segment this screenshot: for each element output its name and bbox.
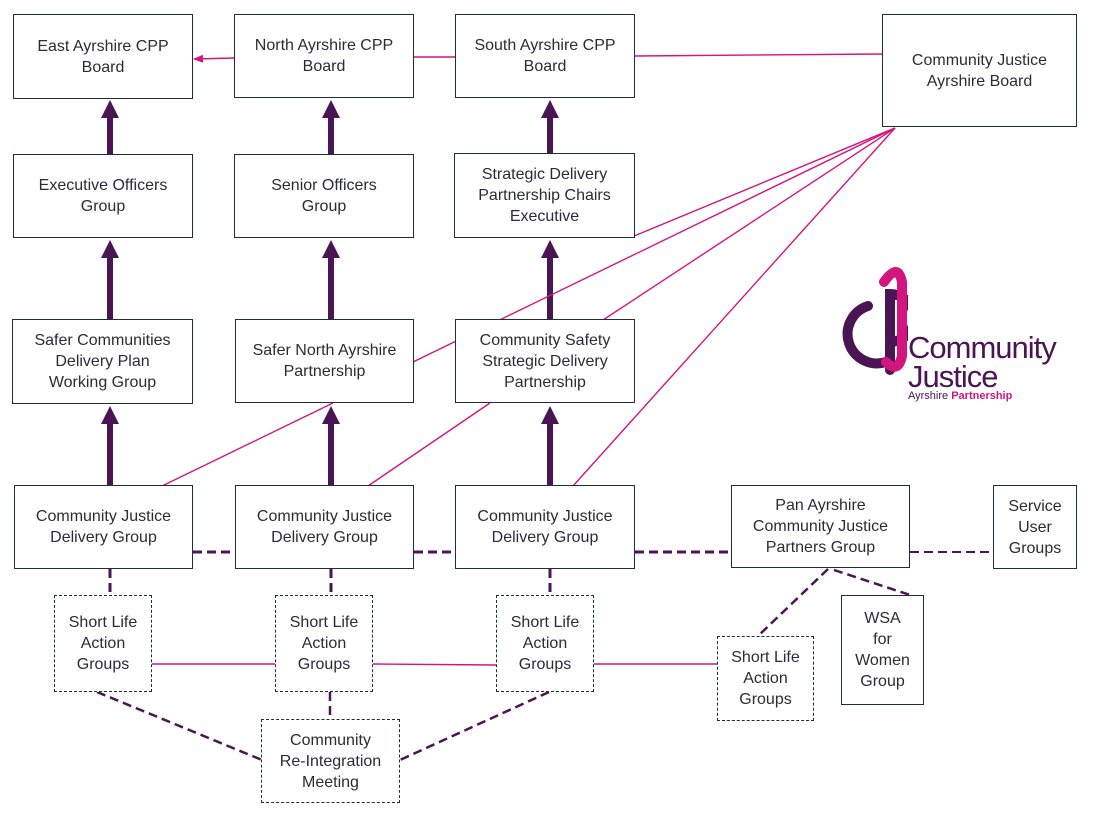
- north-ayrshire-cpp-board: North Ayrshire CPP Board: [234, 14, 414, 98]
- community-safety-strategic-delivery-partnership: Community Safety Strategic Delivery Part…: [455, 319, 635, 403]
- dashed-links: [96, 550, 993, 762]
- community-reintegration-meeting: Community Re-Integration Meeting: [261, 719, 400, 803]
- dash-sla-south-to-reintegration: [399, 690, 550, 762]
- strategic-delivery-partnership-chairs-executive: Strategic Delivery Partnership Chairs Ex…: [454, 153, 635, 238]
- community-justice-delivery-group-east: Community Justice Delivery Group: [14, 485, 193, 569]
- arrowhead: [541, 240, 559, 258]
- arrowhead: [101, 406, 119, 424]
- dash-pan-to-wsa: [833, 568, 911, 597]
- dash-sla-east-to-reintegration: [96, 690, 263, 762]
- vertical-reporting-arrows: [101, 100, 559, 485]
- link-south-cpp-to-cj-board: [633, 53, 884, 57]
- link-sla-north-to-sla-south: [372, 663, 497, 666]
- logo-sub-bold: Partnership: [951, 390, 1013, 402]
- link-cjdg-south-to-cj-board: [572, 127, 896, 487]
- arrowhead: [322, 240, 340, 258]
- logo-word-justice: Justice: [908, 359, 998, 394]
- community-justice-delivery-group-south: Community Justice Delivery Group: [455, 485, 635, 569]
- dash-pan-to-sla-pan: [757, 568, 829, 637]
- link-community-safety-to-cj-board: [602, 127, 896, 321]
- arrowhead: [101, 100, 119, 118]
- community-justice-delivery-group-north: Community Justice Delivery Group: [235, 485, 414, 569]
- arrowhead: [541, 406, 559, 424]
- link-chairs-to-cj-board: [633, 127, 896, 237]
- short-life-action-groups-east: Short Life Action Groups: [54, 595, 152, 692]
- senior-officers-group: Senior Officers Group: [234, 154, 414, 238]
- logo-sub-plain: Ayrshire: [908, 390, 952, 402]
- community-justice-ayrshire-board: Community Justice Ayrshire Board: [882, 14, 1077, 127]
- magenta-links: [152, 53, 896, 666]
- arrowhead: [541, 100, 559, 118]
- link-cjdg-east-to-safer-north: [161, 402, 334, 487]
- arrowhead: [322, 406, 340, 424]
- safer-communities-delivery-plan-working-group: Safer Communities Delivery Plan Working …: [12, 319, 193, 404]
- executive-officers-group: Executive Officers Group: [13, 154, 193, 238]
- link-north-cpp-to-east-cpp: [193, 54, 236, 63]
- short-life-action-groups-north: Short Life Action Groups: [275, 595, 373, 692]
- arrowhead: [101, 240, 119, 258]
- east-ayrshire-cpp-board: East Ayrshire CPP Board: [13, 14, 193, 99]
- south-ayrshire-cpp-board: South Ayrshire CPP Board: [455, 14, 635, 98]
- service-user-groups: Service User Groups: [993, 485, 1077, 569]
- arrowhead: [322, 100, 340, 118]
- wsa-for-women-group: WSA for Women Group: [841, 595, 924, 705]
- link-cjdg-north-to-community-safety: [367, 402, 491, 487]
- short-life-action-groups-pan: Short Life Action Groups: [717, 636, 814, 721]
- logo-word-community: Community: [908, 330, 1057, 365]
- short-life-action-groups-south: Short Life Action Groups: [496, 595, 594, 692]
- logo-subtitle: Ayrshire Partnership: [908, 390, 1012, 402]
- logo-mark-icon: [842, 267, 908, 375]
- community-justice-logo: Community Justice Ayrshire Partnership: [838, 262, 1088, 412]
- pan-ayrshire-community-justice-partners-group: Pan Ayrshire Community Justice Partners …: [731, 485, 910, 568]
- safer-north-ayrshire-partnership: Safer North Ayrshire Partnership: [235, 319, 414, 403]
